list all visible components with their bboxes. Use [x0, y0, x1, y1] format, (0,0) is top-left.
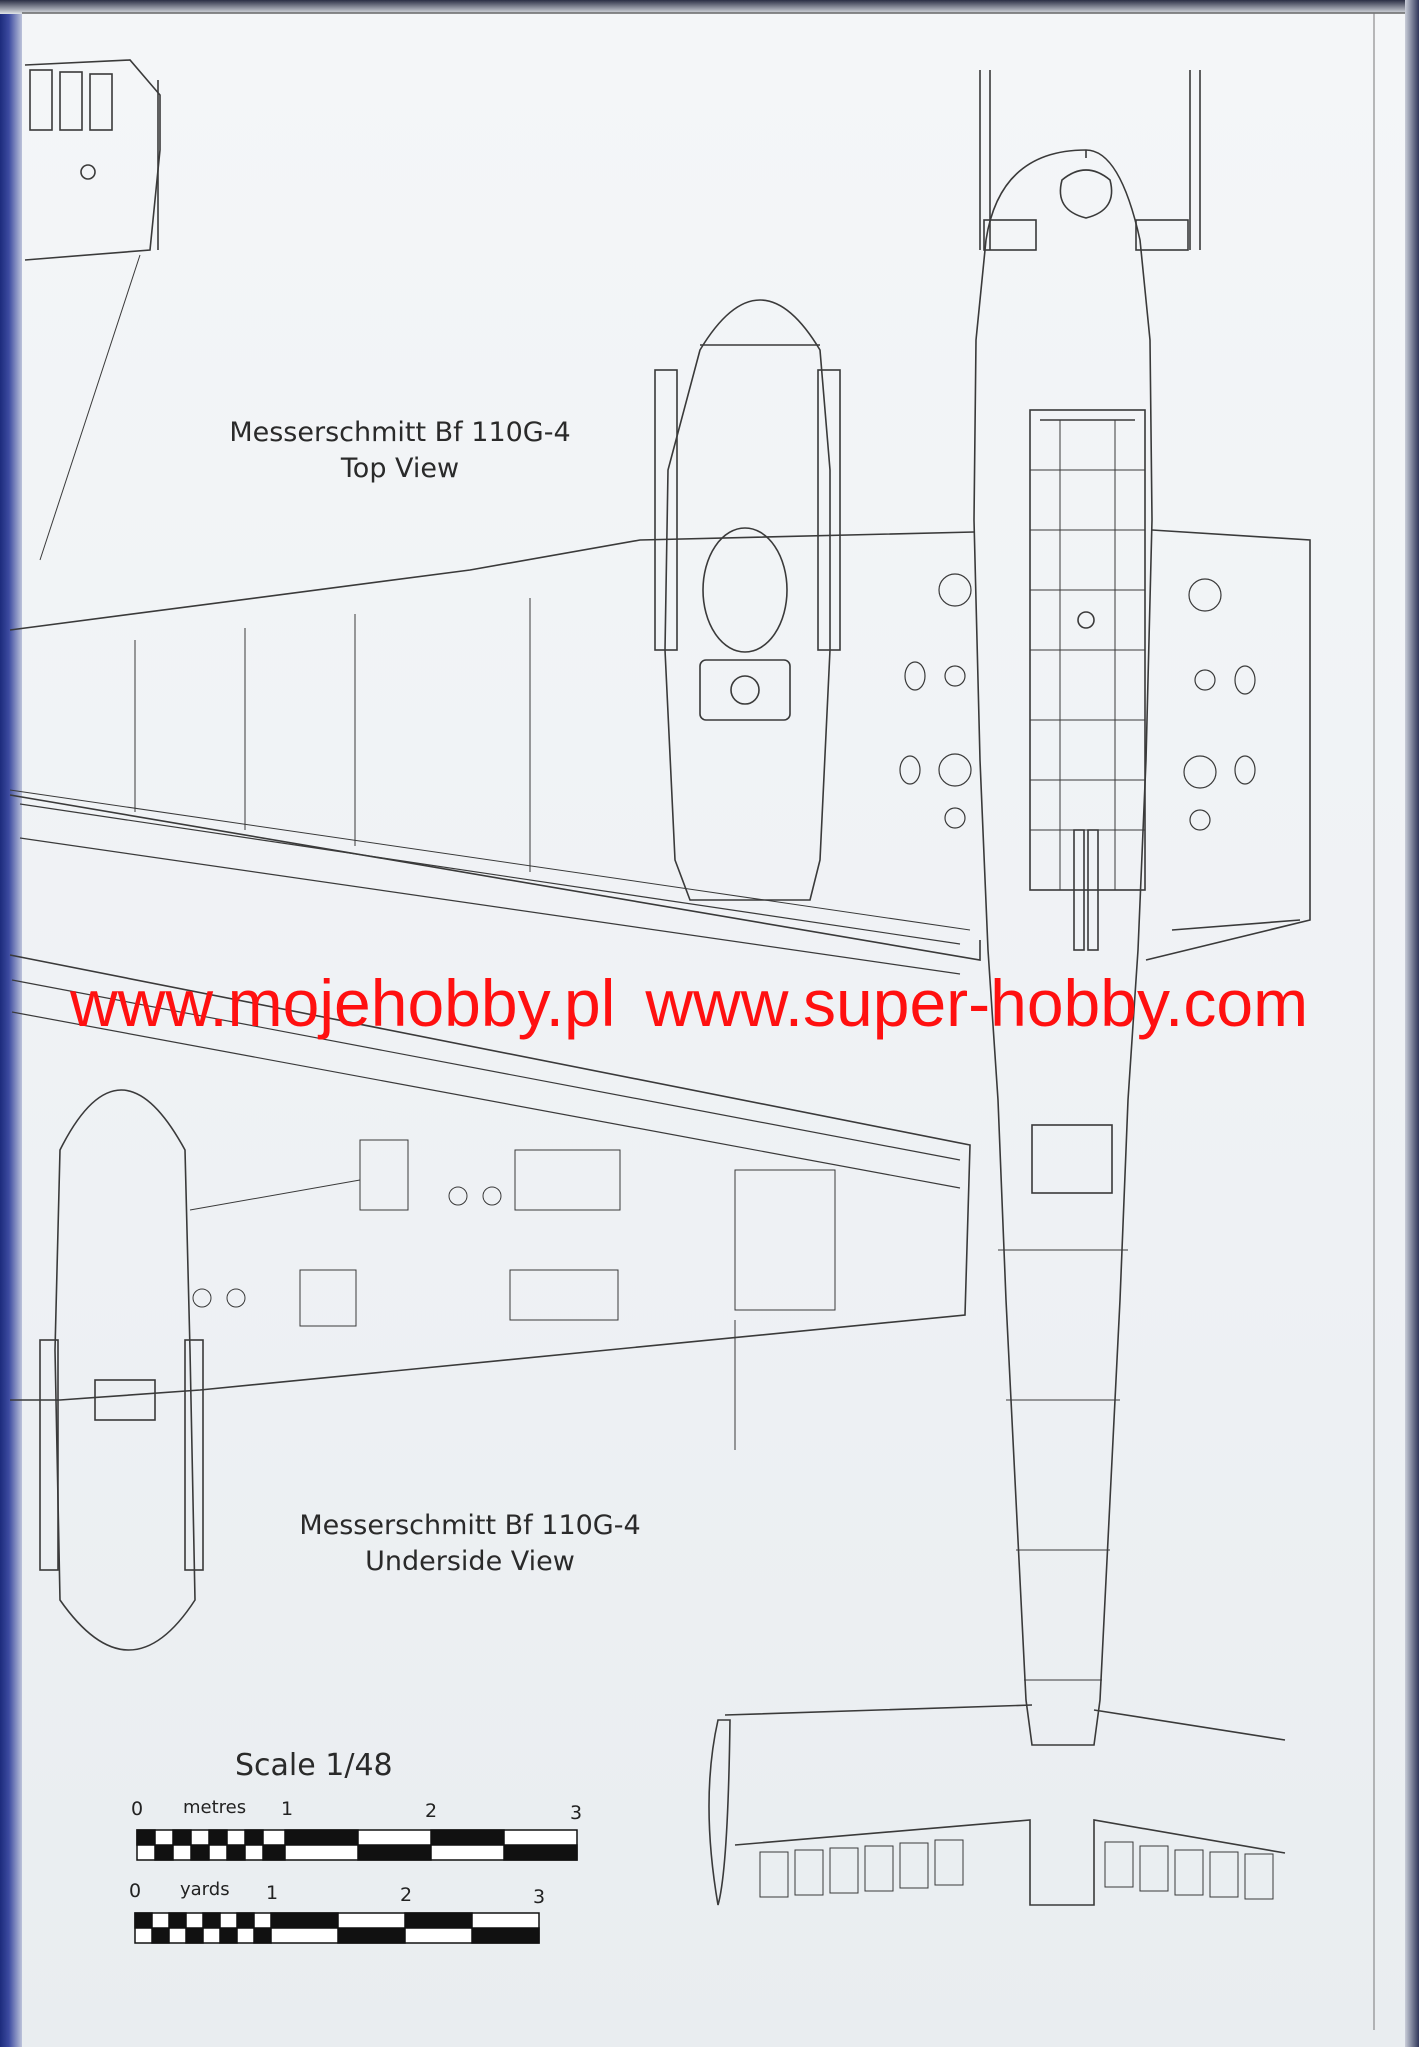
yards-unit-label: yards [180, 1879, 230, 1900]
top-wing-panel-details [899, 573, 1256, 831]
watermark-overlay: www.mojehobby.pl www.super-hobby.com [70, 966, 1380, 1040]
under-wing-outline [9, 954, 971, 1401]
top-view-subtitle: Top View [340, 453, 460, 484]
scale-bar-metres [136, 1829, 578, 1861]
top-wing-left [9, 531, 981, 961]
page-top-edge [0, 0, 1419, 14]
underside-view-subtitle: Underside View [365, 1546, 575, 1577]
tail-fin-top-left [24, 59, 161, 561]
book-cover-edge [0, 0, 22, 2047]
top-nacelle-panel [702, 527, 788, 653]
watermark-site-mojehobby: www.mojehobby.pl [70, 966, 616, 1040]
metres-tick-2: 2 [425, 1800, 438, 1822]
metres-tick-3: 3 [570, 1802, 583, 1824]
page-right-edge [1405, 0, 1419, 2047]
underside-view-caption: Messerschmitt Bf 110G-4 Underside View [260, 1508, 680, 1580]
scale-bar-yards [134, 1912, 540, 1944]
underside-view-title: Messerschmitt Bf 110G-4 [299, 1510, 641, 1541]
yards-tick-3: 3 [533, 1886, 546, 1908]
scale-title: Scale 1/48 [235, 1748, 393, 1783]
top-view-title: Messerschmitt Bf 110G-4 [229, 417, 571, 448]
nose-antenna-array [979, 70, 1201, 251]
under-aileron-cells [11, 979, 961, 1189]
top-fuselage-outline [973, 149, 1153, 1746]
top-wing-right-root [1145, 529, 1311, 961]
metres-tick-0: 0 [131, 1798, 144, 1820]
metres-unit-label: metres [183, 1797, 247, 1818]
top-fuselage-hatch [1031, 1124, 1113, 1194]
watermark-site-superhobby: www.super-hobby.com [645, 966, 1309, 1040]
yards-tick-0: 0 [129, 1880, 142, 1902]
yards-tick-1: 1 [266, 1882, 279, 1904]
metres-tick-1: 1 [281, 1798, 294, 1820]
yards-tick-2: 2 [400, 1884, 413, 1906]
top-view-caption: Messerschmitt Bf 110G-4 Top View [205, 415, 595, 487]
under-engine-nacelle [54, 1089, 196, 1651]
top-nacelle-hatch [699, 659, 791, 721]
underside-view-drawing [9, 954, 971, 1651]
top-nose-cone [1059, 169, 1113, 219]
top-view-drawing [9, 70, 1311, 1746]
tailplane-drawing [708, 1704, 1286, 1906]
top-aileron-cells [19, 803, 961, 975]
top-engine-nacelle [664, 299, 831, 901]
rear-gun-mount [1073, 611, 1099, 951]
